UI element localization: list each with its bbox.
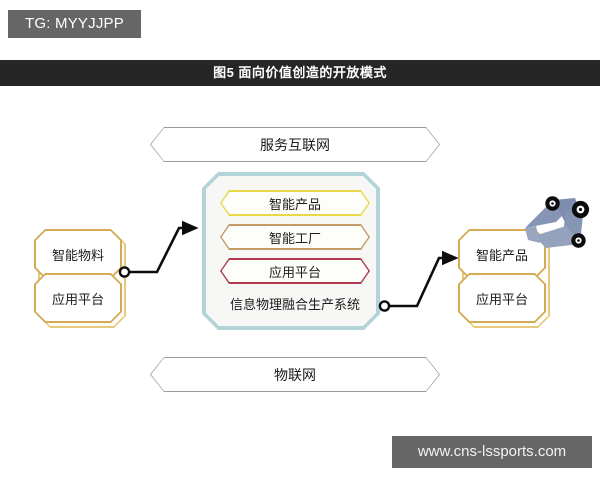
band-internet-of-things: 物联网 bbox=[150, 357, 440, 392]
right-node-box: 智能产品 应用平台 bbox=[462, 232, 550, 328]
right-node-secondary-cell: 应用平台 bbox=[458, 273, 546, 323]
left-node-primary-cell: 智能物料 bbox=[34, 229, 122, 279]
left-node-box: 智能物料 应用平台 bbox=[38, 232, 126, 328]
cps-chip-smart-factory-label: 智能工厂 bbox=[222, 226, 369, 249]
figure-caption-bar: 图5 面向价值创造的开放模式 bbox=[0, 60, 600, 86]
cps-system-label: 信息物理融合生产系统 bbox=[229, 297, 360, 312]
cps-chip-application-platform-label: 应用平台 bbox=[222, 260, 369, 283]
right-node-primary-cell: 智能产品 bbox=[458, 229, 546, 279]
left-node-secondary-label: 应用平台 bbox=[36, 275, 120, 321]
cps-chip-smart-factory: 智能工厂 bbox=[220, 224, 370, 250]
cps-chip-smart-product: 智能产品 bbox=[220, 190, 370, 216]
left-node-secondary-cell: 应用平台 bbox=[34, 273, 122, 323]
cps-container: 智能产品 智能工厂 应用平台 信息物理融合生产系统 bbox=[202, 172, 380, 330]
right-node-primary-label: 智能产品 bbox=[460, 231, 544, 277]
band-internet-of-things-label: 物联网 bbox=[151, 358, 439, 391]
tg-watermark-badge: TG: MYYJJPP bbox=[8, 10, 141, 38]
site-watermark: www.cns-lssports.com bbox=[392, 436, 592, 468]
right-node-secondary-label: 应用平台 bbox=[460, 275, 544, 321]
cps-chip-application-platform: 应用平台 bbox=[220, 258, 370, 284]
connector-cps-to-right bbox=[378, 250, 459, 312]
band-service-internet: 服务互联网 bbox=[150, 127, 440, 162]
left-node-primary-label: 智能物料 bbox=[36, 231, 120, 277]
connector-left-to-cps bbox=[118, 220, 199, 278]
cps-chip-smart-product-label: 智能产品 bbox=[222, 192, 369, 215]
connector-right-origin-dot bbox=[378, 300, 391, 312]
cps-container-inner: 智能产品 智能工厂 应用平台 信息物理融合生产系统 bbox=[206, 176, 376, 326]
band-service-internet-label: 服务互联网 bbox=[151, 128, 439, 161]
